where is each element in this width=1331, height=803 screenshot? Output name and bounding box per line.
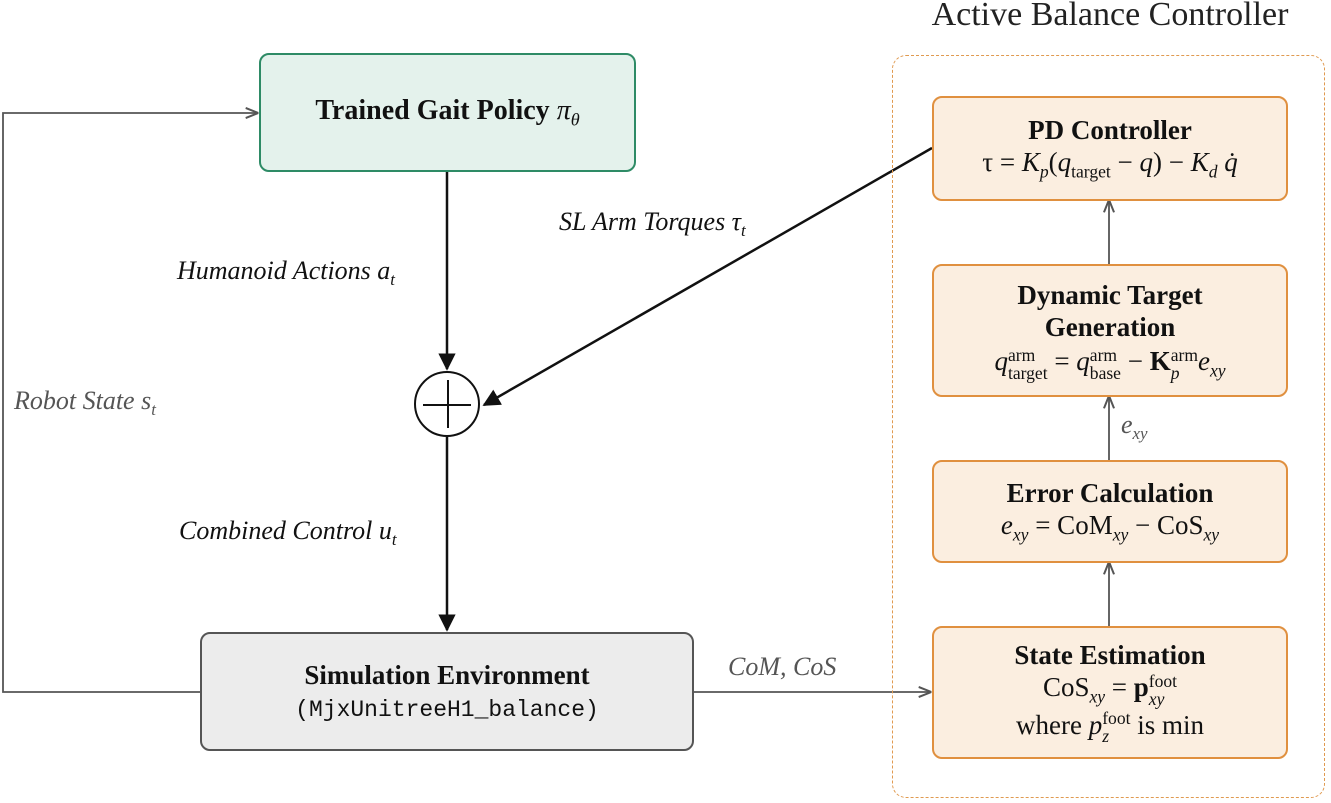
label-e-xy: exy	[1121, 410, 1148, 444]
dynamic-target-title-2: Generation	[1044, 311, 1176, 342]
panel-title: Active Balance Controller	[931, 0, 1289, 33]
simulation-title: Simulation Environment	[304, 659, 590, 690]
pd-controller-equation: τ = Kp(qtarget − q) − Kd q̇	[982, 147, 1238, 182]
pd-controller-node: PD Controller τ = Kp(qtarget − q) − Kd q…	[932, 96, 1288, 201]
error-calc-node: Error Calculation exy = CoMxy − CoSxy	[932, 460, 1288, 563]
pd-controller-title: PD Controller	[1028, 115, 1192, 146]
label-com-cos: CoM, CoS	[728, 652, 837, 681]
label-arm-torques: SL Arm Torques τt	[559, 207, 746, 241]
sum-junction	[414, 371, 480, 437]
label-humanoid-actions: Humanoid Actions at	[177, 256, 395, 290]
policy-node: Trained Gait Policy πθ	[259, 53, 636, 172]
dynamic-target-title-1: Dynamic Target	[1017, 279, 1203, 310]
state-estimation-title: State Estimation	[1014, 640, 1206, 671]
simulation-subtitle: (MjxUnitreeH1_balance)	[295, 696, 599, 723]
policy-symbol: πθ	[556, 94, 580, 130]
label-robot-state: Robot State st	[14, 386, 156, 420]
policy-label: Trained Gait Policy	[315, 94, 550, 126]
error-calc-equation: exy = CoMxy − CoSxy	[1000, 510, 1220, 545]
simulation-node: Simulation Environment (MjxUnitreeH1_bal…	[200, 632, 694, 751]
arrow-robot-state	[2, 113, 257, 693]
label-combined-control: Combined Control ut	[179, 516, 397, 550]
error-calc-title: Error Calculation	[1006, 478, 1214, 509]
arrow-arm-torques	[482, 146, 933, 407]
controller-panel	[892, 55, 1325, 798]
